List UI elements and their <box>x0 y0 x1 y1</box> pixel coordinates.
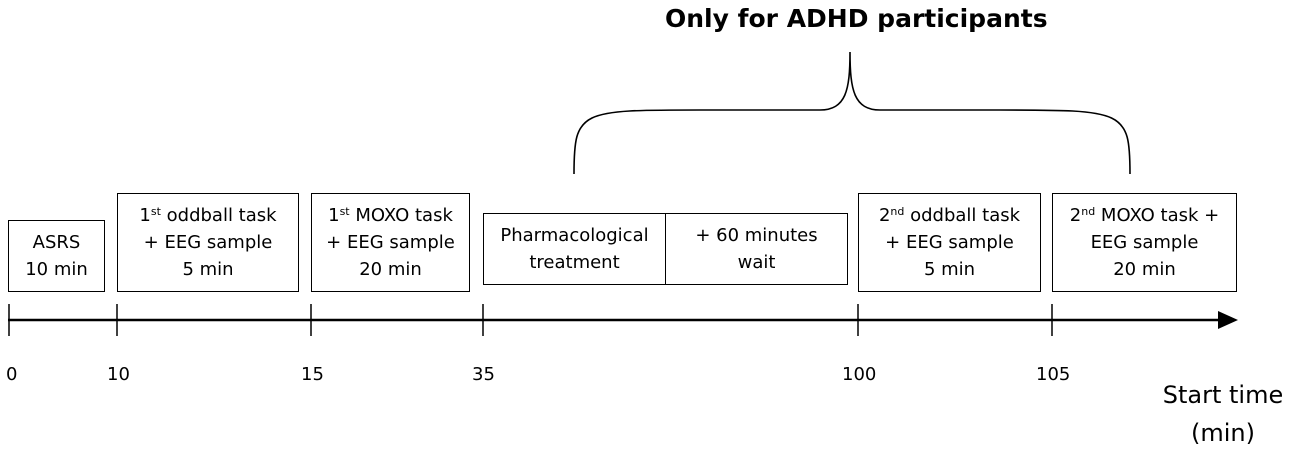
step-first-oddball: 1st oddball task + EEG sample 5 min <box>117 193 299 292</box>
step-pharmacological: Pharmacological treatment + 60 minutes w… <box>483 213 848 285</box>
step-line: 1st MOXO task <box>328 205 453 226</box>
tick-label: 15 <box>301 364 324 385</box>
step-line: + EEG sample <box>143 232 273 253</box>
adhd-bracket <box>573 51 1131 175</box>
tick-label: 10 <box>107 364 130 385</box>
axis-title-line: (min) <box>1191 419 1255 447</box>
adhd-only-title: Only for ADHD participants <box>665 4 1048 33</box>
step-line: 20 min <box>359 259 422 280</box>
step-line: EEG sample <box>1090 232 1199 253</box>
step-second-oddball: 2nd oddball task + EEG sample 5 min <box>858 193 1041 292</box>
step-line: 2nd oddball task <box>878 205 1021 226</box>
tick-label: 100 <box>842 364 877 385</box>
tick-label: 0 <box>6 364 18 385</box>
step-line: ASRS <box>32 232 81 253</box>
step-second-moxo: 2nd MOXO task + EEG sample 20 min <box>1052 193 1237 292</box>
tick-label: 105 <box>1036 364 1071 385</box>
step-line: + EEG sample <box>885 232 1014 253</box>
step-line: 5 min <box>923 259 976 280</box>
tick-label: 35 <box>472 364 495 385</box>
step-line: 2nd MOXO task + <box>1069 205 1220 226</box>
step-line: 10 min <box>25 259 88 280</box>
axis-title-line: Start time <box>1162 381 1284 409</box>
step-line: wait <box>737 252 776 273</box>
step-line: 1st oddball task <box>139 205 277 226</box>
time-axis-arrowhead <box>1218 311 1238 329</box>
step-line: 20 min <box>1113 259 1176 280</box>
pharmacological-treatment-cell: Pharmacological treatment <box>484 214 665 284</box>
step-line: + EEG sample <box>326 232 455 253</box>
step-line: 5 min <box>182 259 234 280</box>
step-line: Pharmacological <box>500 225 649 246</box>
axis-title: Start time (min) <box>1148 376 1298 452</box>
step-first-moxo: 1st MOXO task + EEG sample 20 min <box>311 193 470 292</box>
step-asrs: ASRS 10 min <box>8 220 105 292</box>
step-line: + 60 minutes <box>695 225 818 246</box>
wait-cell: + 60 minutes wait <box>665 214 847 284</box>
step-line: treatment <box>529 252 620 273</box>
